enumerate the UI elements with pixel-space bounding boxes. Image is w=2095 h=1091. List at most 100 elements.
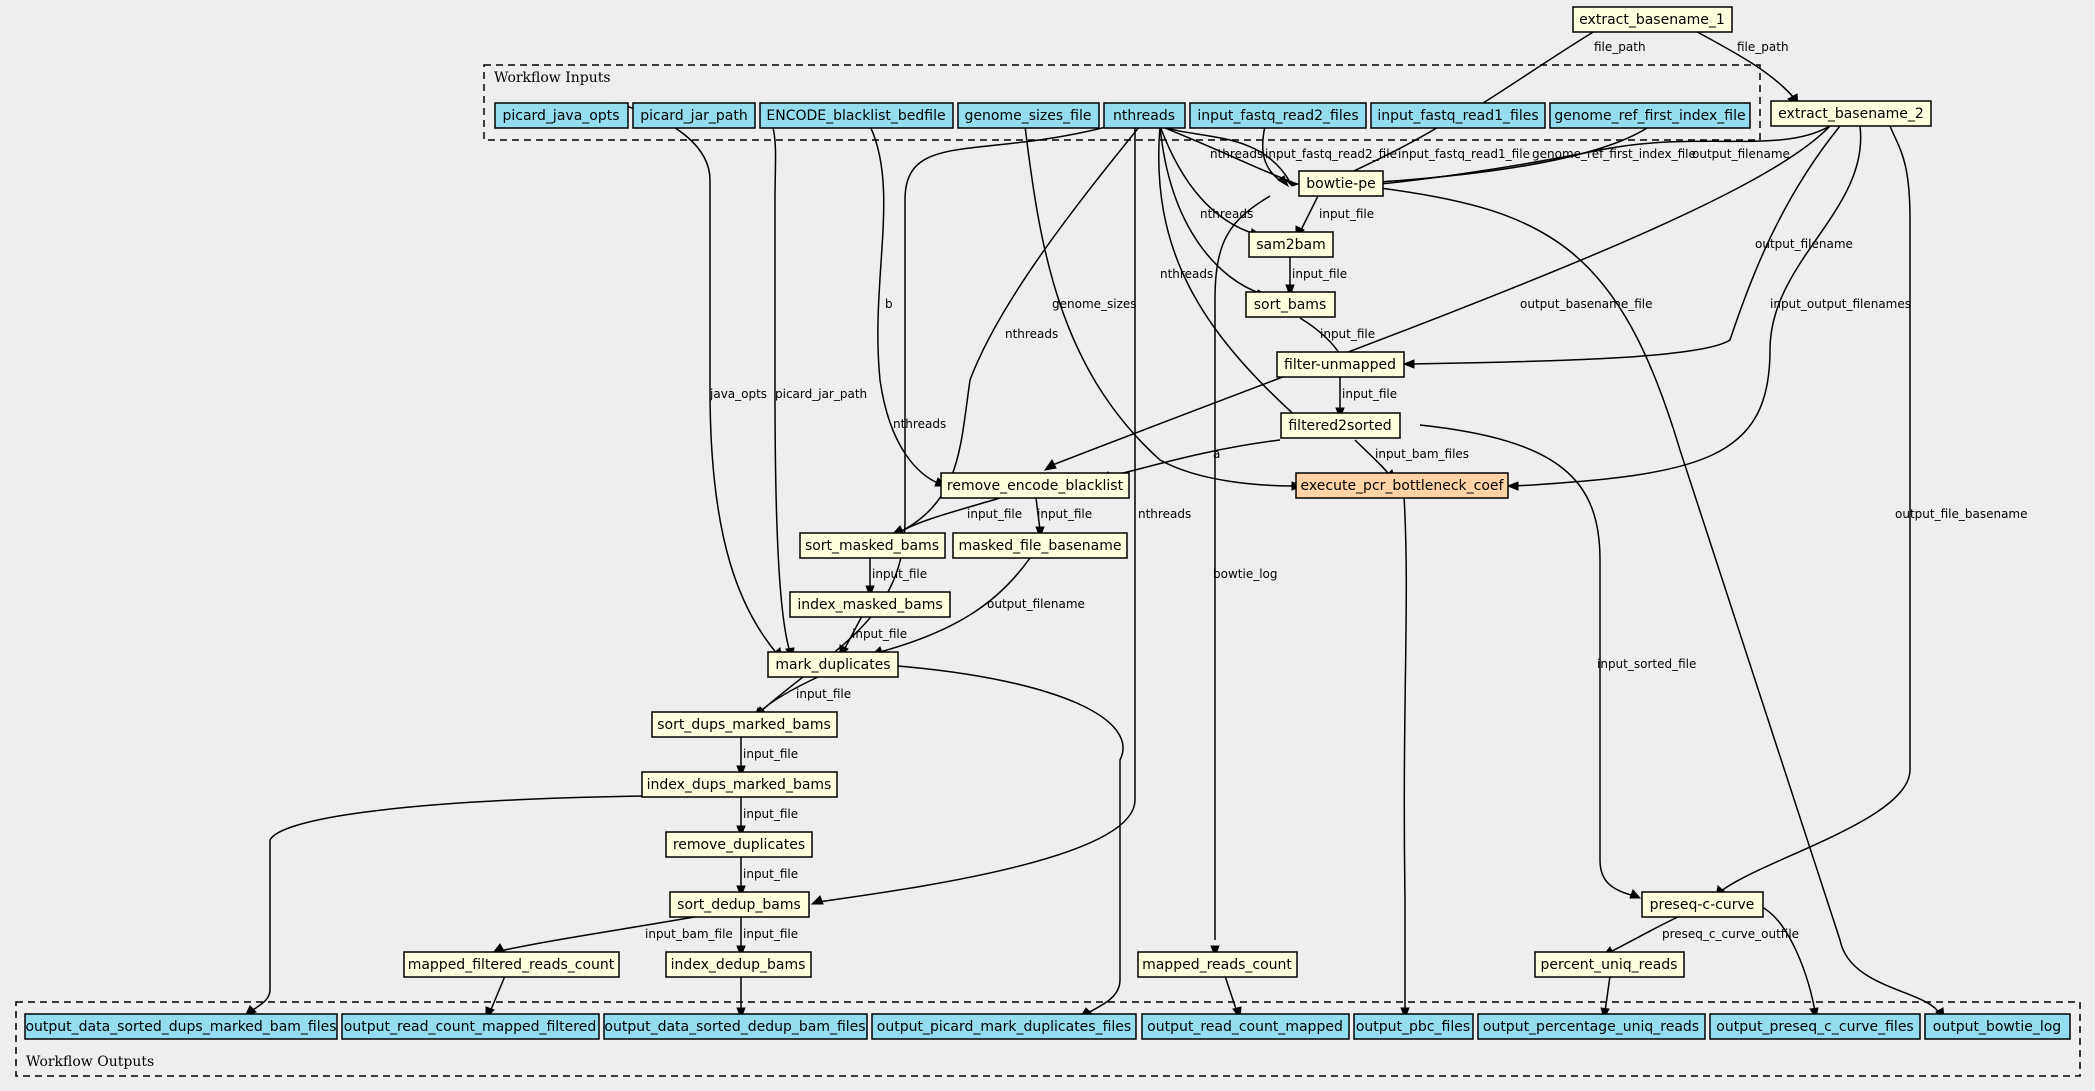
edge-label: input_fastq_read2_file bbox=[1265, 147, 1397, 161]
node-label: output_read_count_mapped_filtered bbox=[344, 1019, 596, 1035]
output-node: output_bowtie_log bbox=[1924, 1013, 2071, 1040]
step-node: mark_duplicates bbox=[767, 651, 899, 678]
node-label: output_picard_mark_duplicates_files bbox=[877, 1019, 1131, 1035]
output-node: output_pbc_files bbox=[1353, 1013, 1474, 1040]
output-node: output_preseq_c_curve_files bbox=[1709, 1013, 1921, 1040]
node-label: input_fastq_read2_files bbox=[1197, 108, 1358, 124]
output-node: output_data_sorted_dups_marked_bam_files bbox=[24, 1013, 338, 1040]
node-label: picard_jar_path bbox=[640, 108, 748, 124]
output-node: output_picard_mark_duplicates_files bbox=[871, 1013, 1137, 1040]
edge-label: file_path bbox=[1737, 40, 1789, 54]
input-node: input_fastq_read2_files bbox=[1189, 102, 1367, 129]
node-label: genome_sizes_file bbox=[965, 108, 1092, 124]
step-node: preseq-c-curve bbox=[1641, 891, 1764, 918]
edge-label: nthreads bbox=[1005, 327, 1058, 341]
edge-label: input_file bbox=[1320, 327, 1375, 341]
edge-label: output_filename bbox=[1755, 237, 1853, 251]
output-node: output_read_count_mapped_filtered bbox=[341, 1013, 600, 1040]
node-label: output_percentage_uniq_reads bbox=[1483, 1019, 1699, 1035]
node-label: sort_masked_bams bbox=[805, 538, 939, 554]
step-node: index_masked_bams bbox=[789, 591, 951, 618]
node-label: output_data_sorted_dedup_bam_files bbox=[604, 1019, 865, 1035]
input-node: genome_sizes_file bbox=[957, 102, 1100, 129]
step-node: percent_uniq_reads bbox=[1534, 951, 1685, 978]
edge-label: input_file bbox=[743, 927, 798, 941]
node-label: mark_duplicates bbox=[775, 657, 890, 673]
edge-label: file_path bbox=[1594, 40, 1646, 54]
node-label: index_dedup_bams bbox=[671, 957, 806, 973]
edge-label: input_fastq_read1_file bbox=[1398, 147, 1530, 161]
node-label: sort_bams bbox=[1254, 297, 1327, 313]
edge-label: input_file bbox=[1037, 507, 1092, 521]
node-label: remove_encode_blacklist bbox=[947, 478, 1124, 494]
workflow-inputs-title: Workflow Inputs bbox=[494, 70, 611, 86]
edge-label: output_basename_file bbox=[1520, 297, 1653, 311]
step-node: sort_dups_marked_bams bbox=[651, 711, 838, 738]
edge-label: nthreads bbox=[1138, 507, 1191, 521]
step-node: mapped_filtered_reads_count bbox=[403, 951, 620, 978]
step-node: extract_basename_1 bbox=[1572, 6, 1733, 33]
input-node: picard_jar_path bbox=[632, 102, 756, 129]
node-label: execute_pcr_bottleneck_coef bbox=[1301, 478, 1505, 494]
workflow-inputs-cluster: Workflow Inputs bbox=[483, 64, 1761, 141]
node-label: genome_ref_first_index_file bbox=[1554, 108, 1745, 124]
node-label: filtered2sorted bbox=[1288, 418, 1391, 434]
node-label: output_pbc_files bbox=[1356, 1019, 1470, 1035]
step-node: sam2bam bbox=[1248, 231, 1334, 258]
input-node: picard_java_opts bbox=[494, 102, 629, 129]
node-label: output_data_sorted_dups_marked_bam_files bbox=[25, 1019, 336, 1035]
step-node: extract_basename_2 bbox=[1770, 100, 1932, 127]
step-node-highlight: execute_pcr_bottleneck_coef bbox=[1295, 472, 1509, 499]
node-label: extract_basename_1 bbox=[1579, 12, 1725, 28]
edge-label: a bbox=[1213, 447, 1220, 461]
step-node: index_dedup_bams bbox=[665, 951, 812, 978]
edge-label: input_file bbox=[1342, 387, 1397, 401]
step-node: filter-unmapped bbox=[1276, 351, 1405, 378]
node-label: percent_uniq_reads bbox=[1541, 957, 1678, 973]
node-label: ENCODE_blacklist_bedfile bbox=[766, 108, 945, 124]
output-node: output_data_sorted_dedup_bam_files bbox=[603, 1013, 868, 1040]
workflow-outputs-cluster: Workflow Outputs bbox=[15, 1001, 2081, 1077]
edge-label: input_file bbox=[1319, 207, 1374, 221]
step-node: sort_dedup_bams bbox=[669, 891, 810, 918]
node-label: sam2bam bbox=[1256, 237, 1326, 253]
workflow-outputs-title: Workflow Outputs bbox=[26, 1054, 154, 1070]
edge-label: output_filename bbox=[1692, 147, 1790, 161]
edge-label: java_opts bbox=[709, 387, 767, 401]
node-label: index_masked_bams bbox=[797, 597, 942, 613]
step-node: index_dups_marked_bams bbox=[641, 771, 838, 798]
node-label: sort_dedup_bams bbox=[677, 897, 801, 913]
edge-label: input_file bbox=[872, 567, 927, 581]
edge-label: picard_jar_path bbox=[775, 387, 867, 401]
edge-label: input_file bbox=[743, 807, 798, 821]
step-node: sort_bams bbox=[1245, 291, 1336, 318]
node-label: extract_basename_2 bbox=[1778, 106, 1924, 122]
node-label: output_read_count_mapped bbox=[1147, 1019, 1343, 1035]
node-label: nthreads bbox=[1113, 108, 1175, 124]
edge-label: nthreads bbox=[1160, 267, 1213, 281]
node-label: input_fastq_read1_files bbox=[1377, 108, 1538, 124]
edge-label: output_file_basename bbox=[1895, 507, 2028, 521]
node-label: mapped_reads_count bbox=[1142, 957, 1292, 973]
step-node: masked_file_basename bbox=[952, 532, 1128, 559]
node-label: masked_file_basename bbox=[958, 538, 1121, 554]
edge-label: nthreads bbox=[893, 417, 946, 431]
node-label: sort_dups_marked_bams bbox=[657, 717, 831, 733]
node-label: bowtie-pe bbox=[1306, 176, 1375, 192]
input-node: input_fastq_read1_files bbox=[1370, 102, 1546, 129]
node-label: output_bowtie_log bbox=[1933, 1019, 2061, 1035]
input-node: ENCODE_blacklist_bedfile bbox=[759, 102, 954, 129]
edge-label: output_filename bbox=[987, 597, 1085, 611]
edge-label: genome_sizes bbox=[1052, 297, 1137, 311]
edge-label: input_file bbox=[967, 507, 1022, 521]
node-label: output_preseq_c_curve_files bbox=[1716, 1019, 1913, 1035]
step-node: mapped_reads_count bbox=[1137, 951, 1298, 978]
edge-label: b bbox=[885, 297, 893, 311]
step-node: filtered2sorted bbox=[1280, 412, 1401, 439]
node-label: remove_duplicates bbox=[673, 837, 805, 853]
edge-label: input_bam_files bbox=[1375, 447, 1469, 461]
edge-label: input_file bbox=[743, 867, 798, 881]
node-label: filter-unmapped bbox=[1284, 357, 1396, 373]
output-node: output_percentage_uniq_reads bbox=[1477, 1013, 1706, 1040]
